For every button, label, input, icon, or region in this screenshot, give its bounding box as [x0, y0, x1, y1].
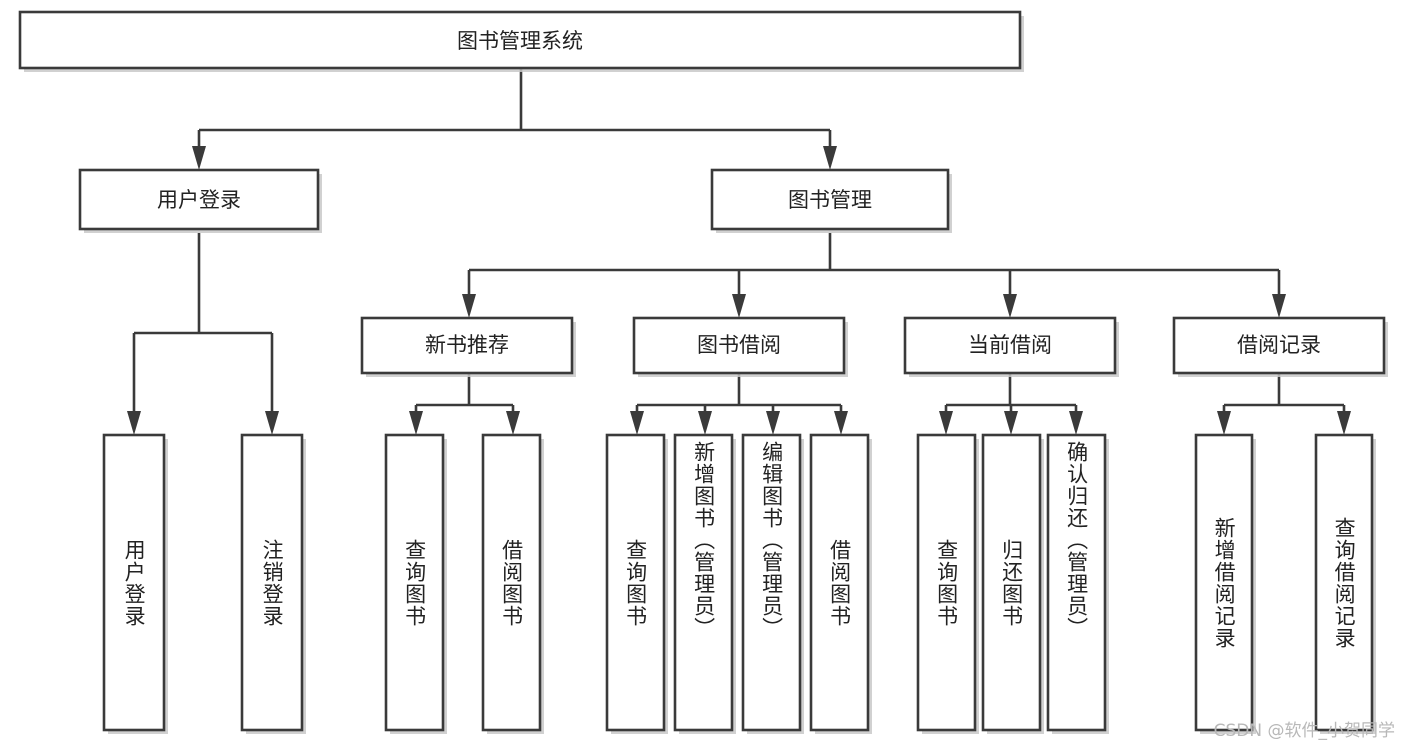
node-new-book-recommend-rect[interactable] [360, 316, 574, 375]
leaf-node-newbook-borrow[interactable] [481, 433, 544, 734]
leaf-node-current-return[interactable] [981, 433, 1044, 734]
connector-group-new-book [409, 374, 520, 435]
leaf-node-newbook-query[interactable] [384, 433, 447, 734]
arrow-icon-newbook-1 [409, 411, 423, 435]
arrow-icon-bookmgmt-3 [1003, 294, 1017, 318]
arrow-icon-borrow-1 [630, 411, 644, 435]
node-current-borrow[interactable]: 当前借阅 [903, 316, 1119, 377]
arrow-icon-bookmgmt-1 [462, 294, 476, 318]
leaf-node-logout[interactable] [240, 433, 306, 734]
node-current-borrow-label: 当前借阅 [968, 333, 1052, 357]
node-book-borrow[interactable]: 图书借阅 [632, 316, 848, 377]
leaf-newbook-query-rect[interactable] [384, 433, 445, 732]
leaf-records-add-rect[interactable] [1194, 433, 1254, 732]
arrow-icon-current-3 [1069, 411, 1083, 435]
arrow-icon-bookmgmt-2 [732, 294, 746, 318]
arrow-icon-root-left [192, 146, 206, 170]
node-new-book-recommend[interactable]: 新书推荐 [360, 316, 576, 377]
leaf-records-query-rect[interactable] [1314, 433, 1374, 732]
node-root-label: 图书管理系统 [457, 29, 583, 53]
node-book-borrow-label: 图书借阅 [697, 333, 781, 357]
arrow-icon-bookmgmt-4 [1272, 294, 1286, 318]
connector-group-borrow [630, 374, 848, 435]
arrow-icon-newbook-2 [506, 411, 520, 435]
node-root-rect[interactable] [18, 10, 1022, 70]
node-book-management[interactable]: 图书管理 [710, 168, 952, 233]
node-user-login-rect[interactable] [78, 168, 320, 231]
node-book-management-label: 图书管理 [788, 188, 872, 212]
leaf-node-records-add[interactable] [1194, 433, 1256, 734]
arrow-icon-records-2 [1337, 411, 1351, 435]
connector-group-current [939, 374, 1083, 435]
node-root[interactable]: 图书管理系统 [18, 10, 1024, 72]
arrow-icon-borrow-4 [834, 411, 848, 435]
connector-group-records [1217, 374, 1351, 435]
arrow-icon-userlogin-1 [127, 411, 141, 435]
leaf-node-current-confirm[interactable] [1046, 433, 1109, 734]
arrow-icon-borrow-3 [766, 411, 780, 435]
node-current-borrow-rect[interactable] [903, 316, 1117, 375]
leaf-node-user-login-action[interactable] [102, 433, 168, 734]
connector-group-user-login [127, 233, 279, 435]
connector-group-book-mgmt [462, 233, 1286, 318]
node-book-borrow-rect[interactable] [632, 316, 846, 375]
node-borrow-records[interactable]: 借阅记录 [1172, 316, 1388, 377]
leaf-logout-rect[interactable] [240, 433, 304, 732]
arrow-icon-current-1 [939, 411, 953, 435]
node-user-login[interactable]: 用户登录 [78, 168, 322, 233]
leaf-current-return-rect[interactable] [981, 433, 1042, 732]
leaf-node-records-query[interactable] [1314, 433, 1376, 734]
leaf-node-borrow-add[interactable] [673, 433, 736, 734]
arrow-icon-current-2 [1004, 411, 1018, 435]
arrow-icon-userlogin-2 [265, 411, 279, 435]
node-borrow-records-label: 借阅记录 [1237, 333, 1321, 357]
leaf-user-login-rect[interactable] [102, 433, 166, 732]
leaf-borrow-query-rect[interactable] [605, 433, 666, 732]
leaf-current-query-rect[interactable] [916, 433, 977, 732]
node-borrow-records-rect[interactable] [1172, 316, 1386, 375]
leaf-borrow-do-rect[interactable] [809, 433, 870, 732]
arrow-icon-borrow-2 [698, 411, 712, 435]
watermark-text: CSDN @软件_小贺同学 [1213, 721, 1395, 741]
leaf-borrow-edit-rect[interactable] [741, 433, 802, 732]
node-new-book-recommend-label: 新书推荐 [425, 333, 509, 357]
leaf-node-borrow-query[interactable] [605, 433, 668, 734]
leaf-borrow-add-rect[interactable] [673, 433, 734, 732]
leaf-newbook-borrow-rect[interactable] [481, 433, 542, 732]
arrow-icon-records-1 [1217, 411, 1231, 435]
connector-group-root [192, 69, 837, 170]
leaf-node-current-query[interactable] [916, 433, 979, 734]
node-user-login-label: 用户登录 [157, 188, 241, 212]
node-book-management-rect[interactable] [710, 168, 950, 231]
leaf-node-borrow-do[interactable] [809, 433, 872, 734]
arrow-icon-root-right [823, 146, 837, 170]
leaf-node-borrow-edit[interactable] [741, 433, 804, 734]
leaf-current-confirm-rect[interactable] [1046, 433, 1107, 732]
